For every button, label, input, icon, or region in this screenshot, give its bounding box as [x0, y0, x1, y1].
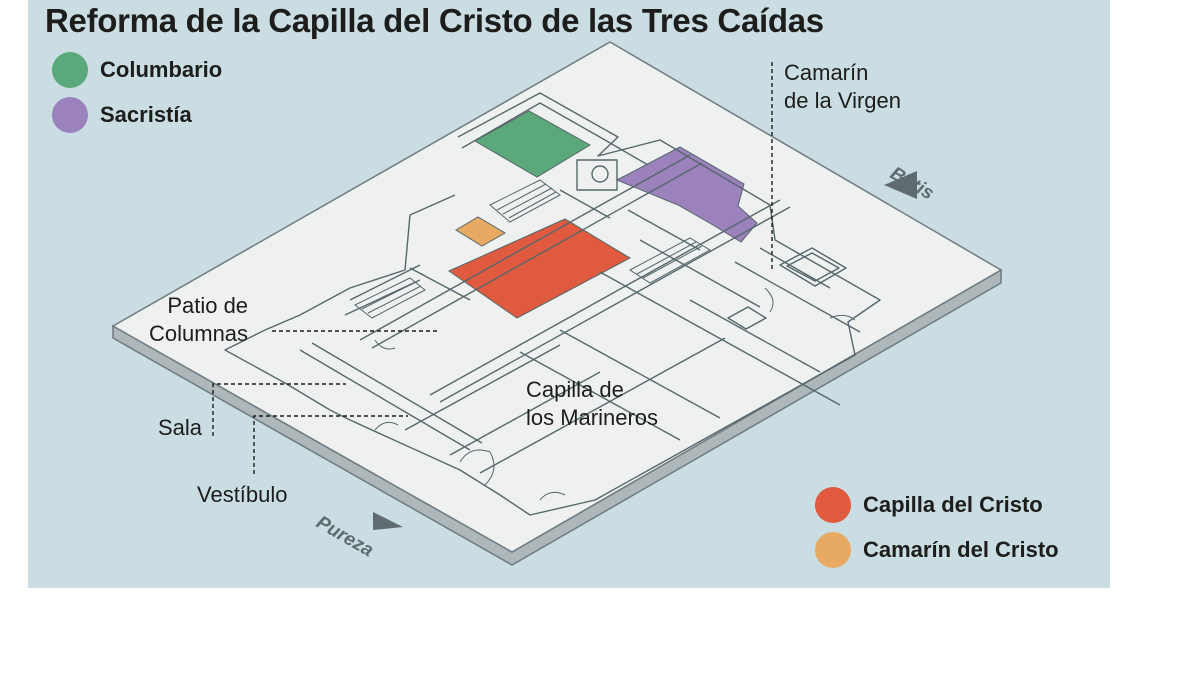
label-patio-line1: Patio de	[167, 293, 249, 318]
legend-label-camarin-cristo: Camarín del Cristo	[863, 537, 1059, 562]
page-title: Reforma de la Capilla del Cristo de las …	[45, 2, 824, 39]
legend-item-columbario: Columbario	[52, 52, 222, 88]
legend-label-capilla-cristo: Capilla del Cristo	[863, 492, 1043, 517]
legend-label-columbario: Columbario	[100, 57, 223, 82]
arrow-pureza	[373, 512, 403, 530]
label-camarin-virgen-line1: Camarín	[784, 60, 869, 85]
room-columbario	[473, 110, 591, 178]
staircases	[354, 179, 712, 319]
label-capilla-marineros-line2: los Marineros	[526, 405, 659, 430]
label-capilla-marineros-line1: Capilla de	[526, 377, 624, 402]
legend-swatch-capilla-cristo	[815, 487, 851, 523]
label-patio-columnas: Patio de Columnas	[149, 292, 248, 348]
room-sacristia	[615, 146, 758, 243]
label-sala: Sala	[158, 415, 203, 440]
leader-lines	[212, 62, 773, 474]
label-patio-line2: Columnas	[149, 321, 249, 346]
label-capilla-marineros: Capilla de los Marineros	[526, 376, 658, 432]
legend-swatch-sacristia	[52, 97, 88, 133]
legend-item-sacristia: Sacristía	[52, 97, 192, 133]
legend-swatch-camarin-cristo	[815, 532, 851, 568]
label-camarin-virgen-line2: de la Virgen	[784, 88, 902, 113]
room-camarin-cristo	[455, 216, 506, 247]
label-camarin-virgen: Camarín de la Virgen	[784, 59, 901, 115]
room-capilla-cristo	[447, 218, 632, 319]
label-vestibulo: Vestíbulo	[197, 482, 288, 507]
legend-swatch-columbario	[52, 52, 88, 88]
legend-item-capilla-cristo: Capilla del Cristo	[815, 487, 1043, 523]
legend-item-camarin-cristo: Camarín del Cristo	[815, 532, 1059, 568]
building-walls	[224, 92, 881, 516]
door-arcs	[374, 287, 856, 501]
arrow-betis	[884, 171, 917, 199]
legend-label-sacristia: Sacristía	[100, 102, 192, 127]
